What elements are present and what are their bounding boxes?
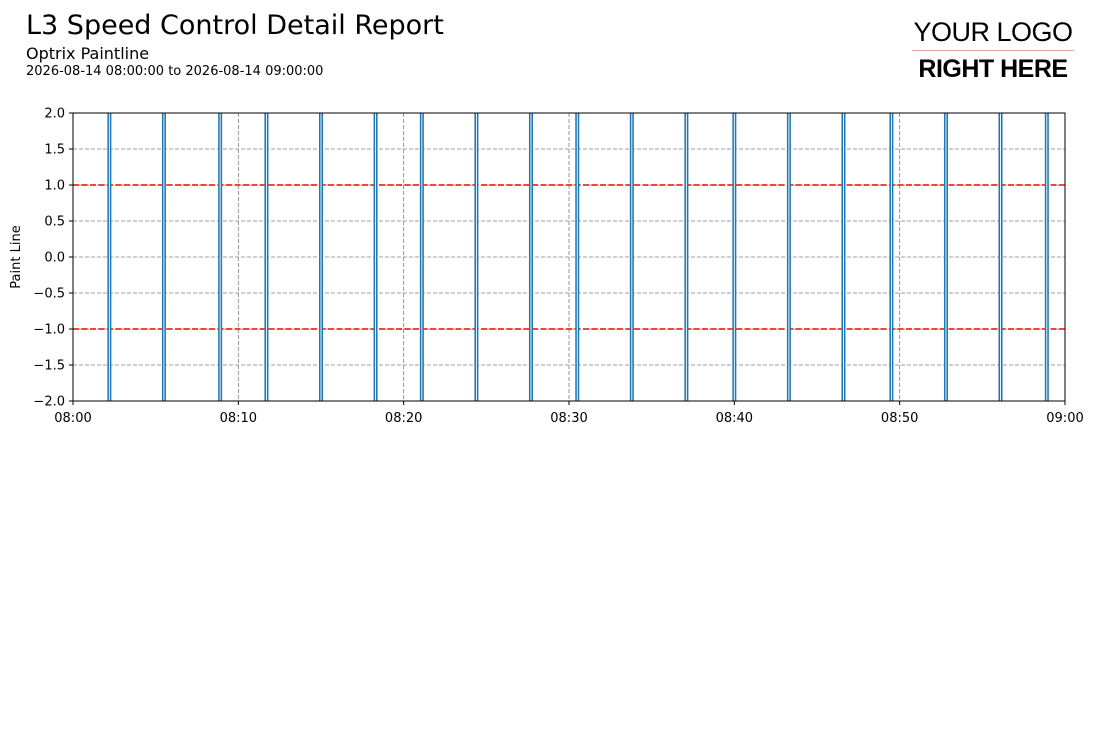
x-tick-label: 08:00 (54, 411, 91, 426)
x-tick-label: 08:20 (385, 411, 422, 426)
report-date-range: 2026-08-14 08:00:00 to 2026-08-14 09:00:… (26, 64, 324, 79)
y-tick-label: −1.5 (33, 359, 65, 374)
x-tick-label: 08:40 (716, 411, 753, 426)
limit-layer (73, 184, 1065, 330)
y-axis-label: Paint Line (9, 225, 24, 288)
x-axis-ticks: 08:00 08:10 08:20 08:30 08:40 08:50 09:00 (54, 401, 1084, 426)
report-title: L3 Speed Control Detail Report (26, 10, 444, 41)
x-tick-label: 08:30 (550, 411, 587, 426)
x-tick-label: 09:00 (1046, 411, 1083, 426)
y-axis-ticks: 2.0 1.5 1.0 0.5 0.0 −0.5 −1.0 −1.5 −2.0 (33, 107, 73, 410)
report-subtitle: Optrix Paintline (26, 44, 150, 63)
y-tick-label: 1.5 (44, 143, 65, 158)
logo-line-2: RIGHT HERE (918, 55, 1068, 83)
y-tick-label: −2.0 (33, 395, 65, 410)
logo-divider (912, 50, 1074, 51)
logo-placeholder: YOUR LOGO RIGHT HERE (912, 16, 1074, 83)
x-tick-label: 08:50 (881, 411, 918, 426)
y-tick-label: 1.0 (44, 179, 65, 194)
y-tick-label: 2.0 (44, 107, 65, 122)
y-tick-label: 0.0 (44, 251, 65, 266)
y-tick-label: 0.5 (44, 215, 65, 230)
logo-line-1: YOUR LOGO (913, 17, 1073, 47)
y-tick-label: −1.0 (33, 323, 65, 338)
y-tick-label: −0.5 (33, 287, 65, 302)
x-tick-label: 08:10 (220, 411, 257, 426)
bar-layer (107, 113, 1049, 401)
